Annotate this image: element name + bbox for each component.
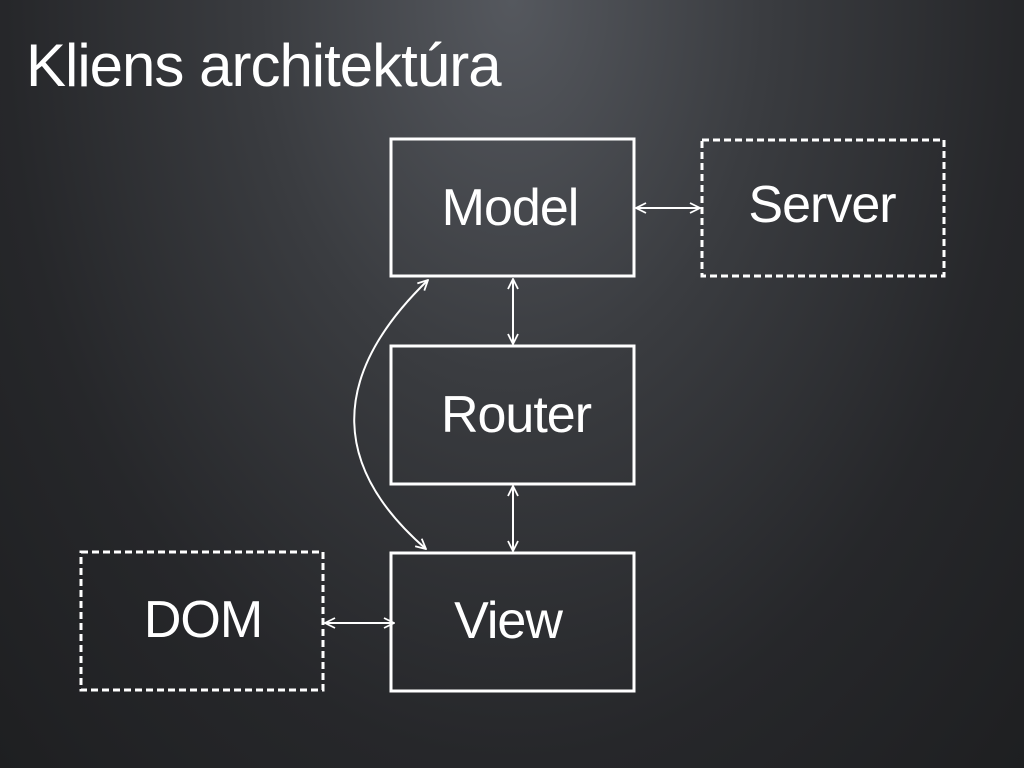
view-label: View [454,592,563,650]
dom-label: DOM [144,591,262,649]
server-label: Server [748,176,896,234]
dom-node: DOM [79,550,325,692]
router-label: Router [441,386,592,444]
model-node: Model [389,137,636,278]
model-label: Model [442,179,579,237]
router-node: Router [389,344,636,486]
slide-title: Kliens architektúra [26,32,502,99]
view-node: View [389,551,636,693]
server-node: Server [700,138,946,278]
model-view-curved-arrow [353,280,428,549]
